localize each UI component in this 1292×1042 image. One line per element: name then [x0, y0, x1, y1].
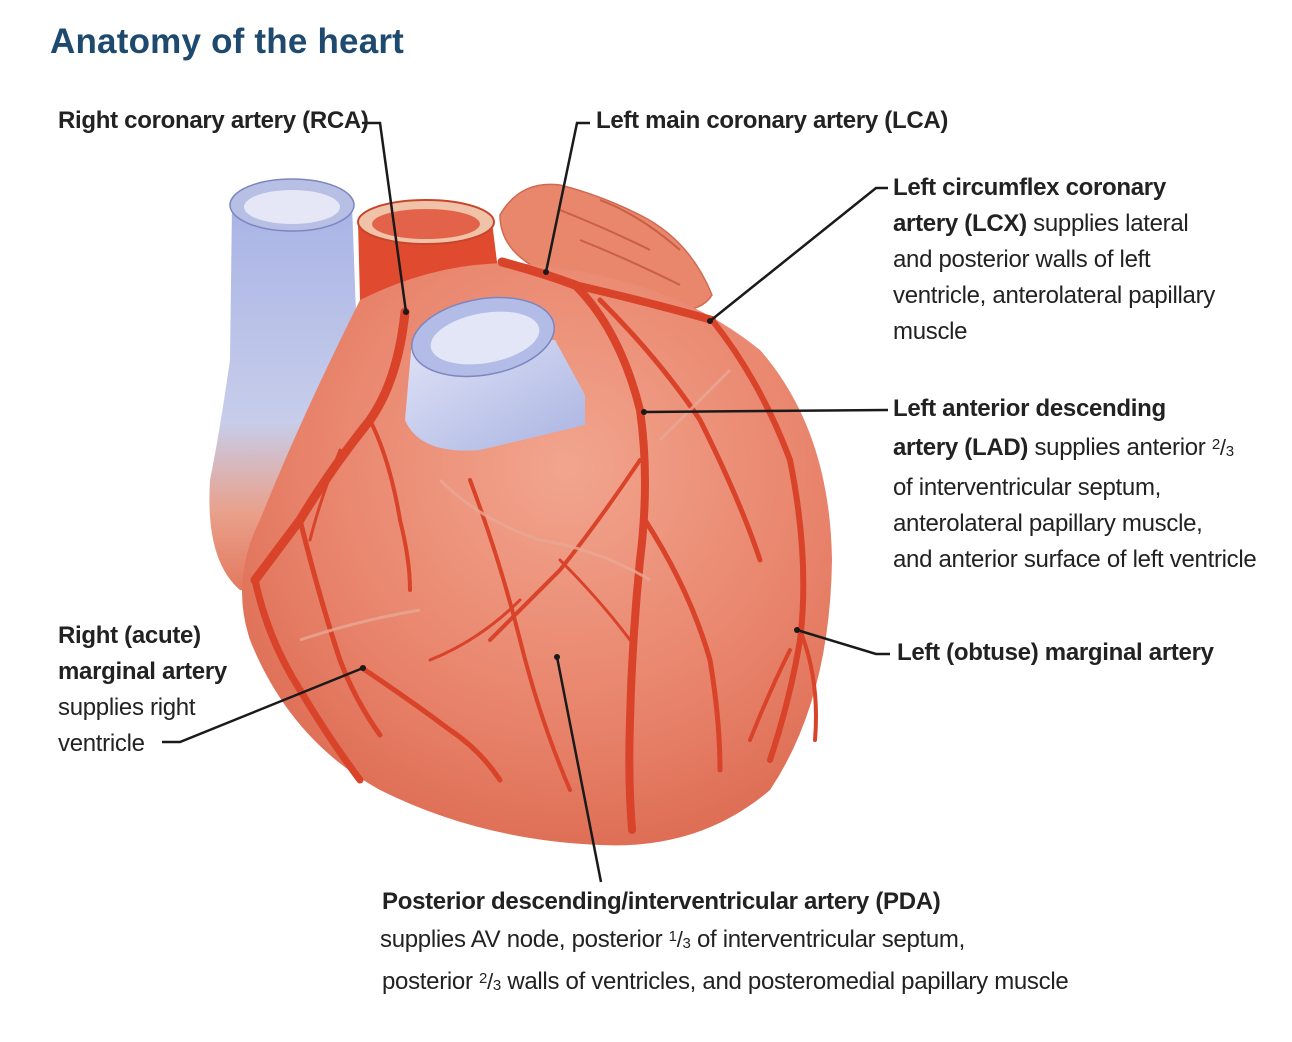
leader-lca — [544, 121, 590, 273]
label-rm: Right (acute) marginal artery supplies r… — [58, 622, 227, 757]
page-title: Anatomy of the heart — [50, 22, 405, 61]
label-lad: Left anterior descending artery (LAD) su… — [893, 395, 1257, 573]
leader-rm — [162, 666, 364, 744]
leader-pda — [555, 656, 603, 883]
leader-om — [796, 628, 890, 656]
label-lcx: Left circumflex coronary artery (LCX) su… — [893, 174, 1215, 345]
label-pda: Posterior descending/interventricular ar… — [380, 888, 1069, 995]
label-om: Left (obtuse) marginal artery — [897, 639, 1214, 666]
left-atrial-appendage — [499, 183, 713, 312]
coronary-arteries — [250, 257, 818, 834]
leader-lad — [643, 408, 889, 414]
leader-lcx — [709, 186, 888, 322]
heart-ventricles — [242, 263, 832, 846]
label-rca: Right coronary artery (RCA) — [58, 107, 369, 134]
leader-rca — [362, 121, 408, 313]
leader-lines — [162, 121, 890, 883]
pulmonary-trunk — [405, 296, 585, 451]
label-lca: Left main coronary artery (LCA) — [596, 107, 949, 134]
